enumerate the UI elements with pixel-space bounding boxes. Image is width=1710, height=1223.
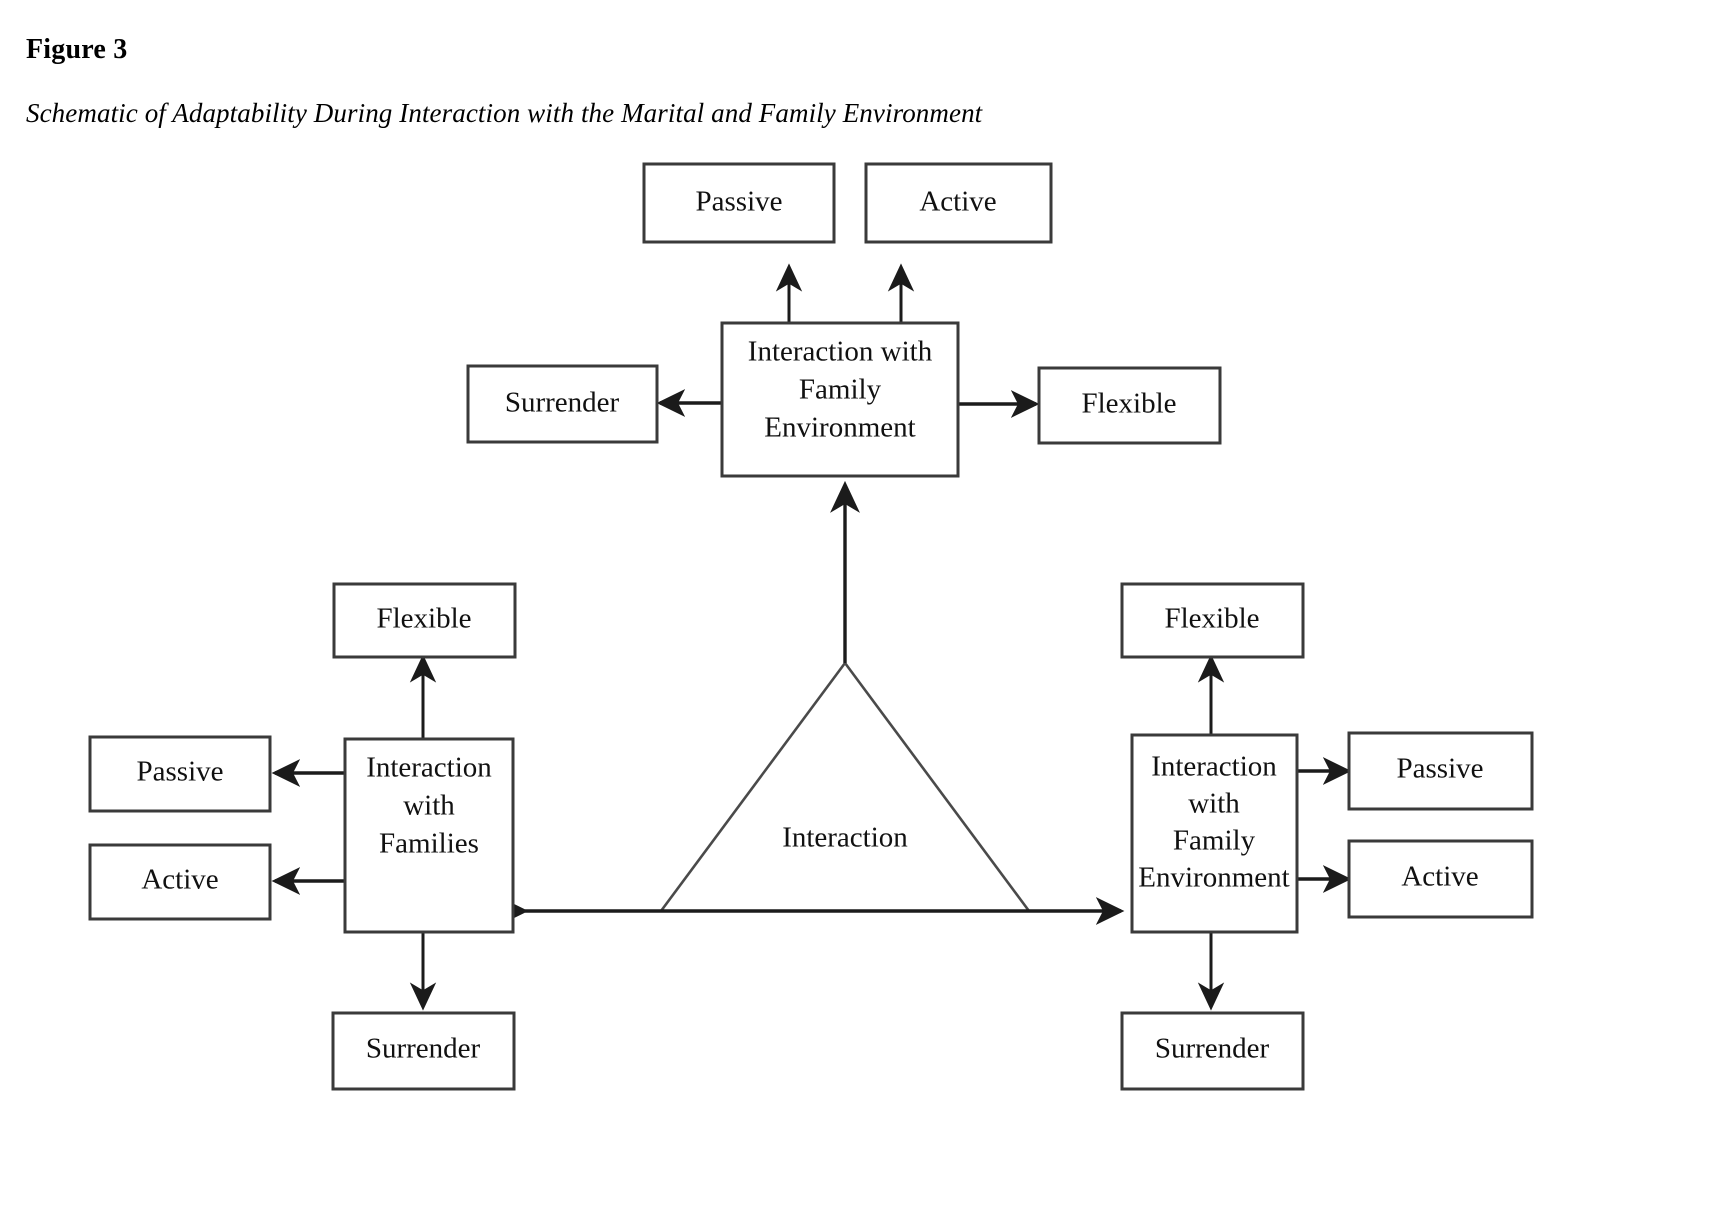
node-right-active[interactable]: Active xyxy=(1347,839,1534,919)
node-right-passive[interactable]: Passive xyxy=(1347,731,1534,811)
node-left-active[interactable]: Active xyxy=(88,843,272,921)
triangle-center-label: Interaction xyxy=(782,822,908,854)
node-right-surrender-label: Surrender xyxy=(1155,1033,1270,1065)
node-left-active-label: Active xyxy=(141,864,218,896)
node-top-passive-box[interactable] xyxy=(642,162,836,244)
node-top-passive[interactable]: Passive xyxy=(642,162,836,244)
figure-caption: Schematic of Adaptability During Interac… xyxy=(26,98,983,128)
interaction-triangle: Interaction xyxy=(659,662,1031,912)
node-left-surrender-label: Surrender xyxy=(366,1033,481,1065)
node-top-center-line-3: Environment xyxy=(764,412,915,444)
node-left-flexible-box[interactable] xyxy=(332,582,517,659)
node-top-center-line-2: Family xyxy=(799,374,882,406)
node-right-center-box[interactable] xyxy=(1130,733,1299,934)
node-right-surrender-box[interactable] xyxy=(1120,1011,1305,1091)
node-right-center-line-3: Family xyxy=(1173,825,1256,857)
node-top-active-label: Active xyxy=(919,186,996,218)
node-top-active[interactable]: Active xyxy=(864,162,1053,244)
node-right-center[interactable]: Interaction with Family Environment xyxy=(1130,733,1299,934)
node-left-surrender-box[interactable] xyxy=(331,1011,516,1091)
node-left-center-line-1: Interaction xyxy=(366,752,492,784)
node-right-flexible[interactable]: Flexible xyxy=(1120,582,1305,659)
node-right-center-line-4: Environment xyxy=(1138,862,1289,894)
node-top-flexible-label: Flexible xyxy=(1081,388,1176,420)
node-right-passive-box[interactable] xyxy=(1347,731,1534,811)
figure-number-label: Figure 3 xyxy=(26,34,128,65)
node-left-passive-box[interactable] xyxy=(88,735,272,813)
node-right-active-label: Active xyxy=(1401,861,1478,893)
node-top-passive-label: Passive xyxy=(696,186,783,218)
node-top-active-box[interactable] xyxy=(864,162,1053,244)
node-right-passive-label: Passive xyxy=(1397,753,1484,785)
node-top-surrender-box[interactable] xyxy=(466,364,659,444)
node-left-center-line-3: Families xyxy=(379,828,479,860)
node-left-surrender[interactable]: Surrender xyxy=(331,1011,516,1091)
node-left-active-box[interactable] xyxy=(88,843,272,921)
node-right-center-line-2: with xyxy=(1188,788,1240,820)
node-right-surrender[interactable]: Surrender xyxy=(1120,1011,1305,1091)
node-right-flexible-label: Flexible xyxy=(1164,603,1259,635)
node-top-flexible-box[interactable] xyxy=(1037,366,1222,445)
node-left-passive[interactable]: Passive xyxy=(88,735,272,813)
node-top-center-box[interactable] xyxy=(720,321,960,478)
triangle-left-edge xyxy=(659,662,847,912)
node-left-flexible[interactable]: Flexible xyxy=(332,582,517,659)
node-top-flexible[interactable]: Flexible xyxy=(1037,366,1222,445)
node-top-surrender[interactable]: Surrender xyxy=(466,364,659,444)
node-left-center[interactable]: Interaction with Families xyxy=(343,737,515,934)
node-right-active-box[interactable] xyxy=(1347,839,1534,919)
node-top-surrender-label: Surrender xyxy=(505,387,620,419)
node-top-center[interactable]: Interaction with Family Environment xyxy=(720,321,960,478)
node-left-center-line-2: with xyxy=(403,790,455,822)
node-right-flexible-box[interactable] xyxy=(1120,582,1305,659)
node-top-center-line-1: Interaction with xyxy=(748,336,933,368)
node-left-flexible-label: Flexible xyxy=(376,603,471,635)
node-left-passive-label: Passive xyxy=(137,756,224,788)
triangle-right-edge xyxy=(843,662,1031,912)
node-left-center-box[interactable] xyxy=(343,737,515,934)
node-right-center-line-1: Interaction xyxy=(1151,751,1277,783)
